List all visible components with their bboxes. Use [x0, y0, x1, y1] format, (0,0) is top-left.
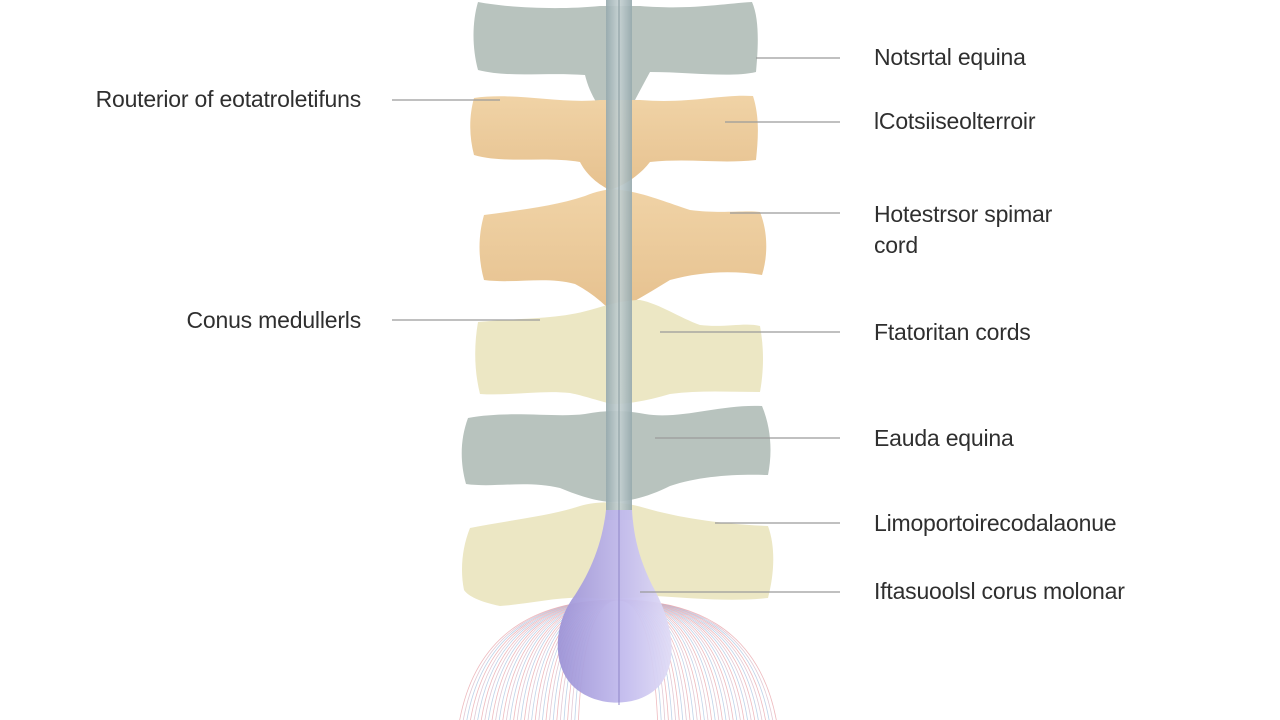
label-right-2: lCotsiiseolterroir — [874, 108, 1036, 134]
label-right-1: Notsrtal equina — [874, 44, 1026, 70]
label-right-6: Limoportoirecodalaonue — [874, 510, 1117, 536]
leader-lines — [392, 57, 840, 593]
conus-bulb — [557, 510, 672, 703]
label-right-5: Eauda equina — [874, 425, 1014, 451]
label-right-7: Iftasuoolsl corus molonar — [874, 578, 1125, 604]
label-right-4: Ftatoritan cords — [874, 319, 1031, 345]
label-right-3: Hotestrsor spimar cord — [874, 201, 1053, 258]
label-left-2: Conus medullerls — [186, 307, 362, 333]
label-left-1: Routerior of eotatroletifuns — [95, 86, 362, 112]
